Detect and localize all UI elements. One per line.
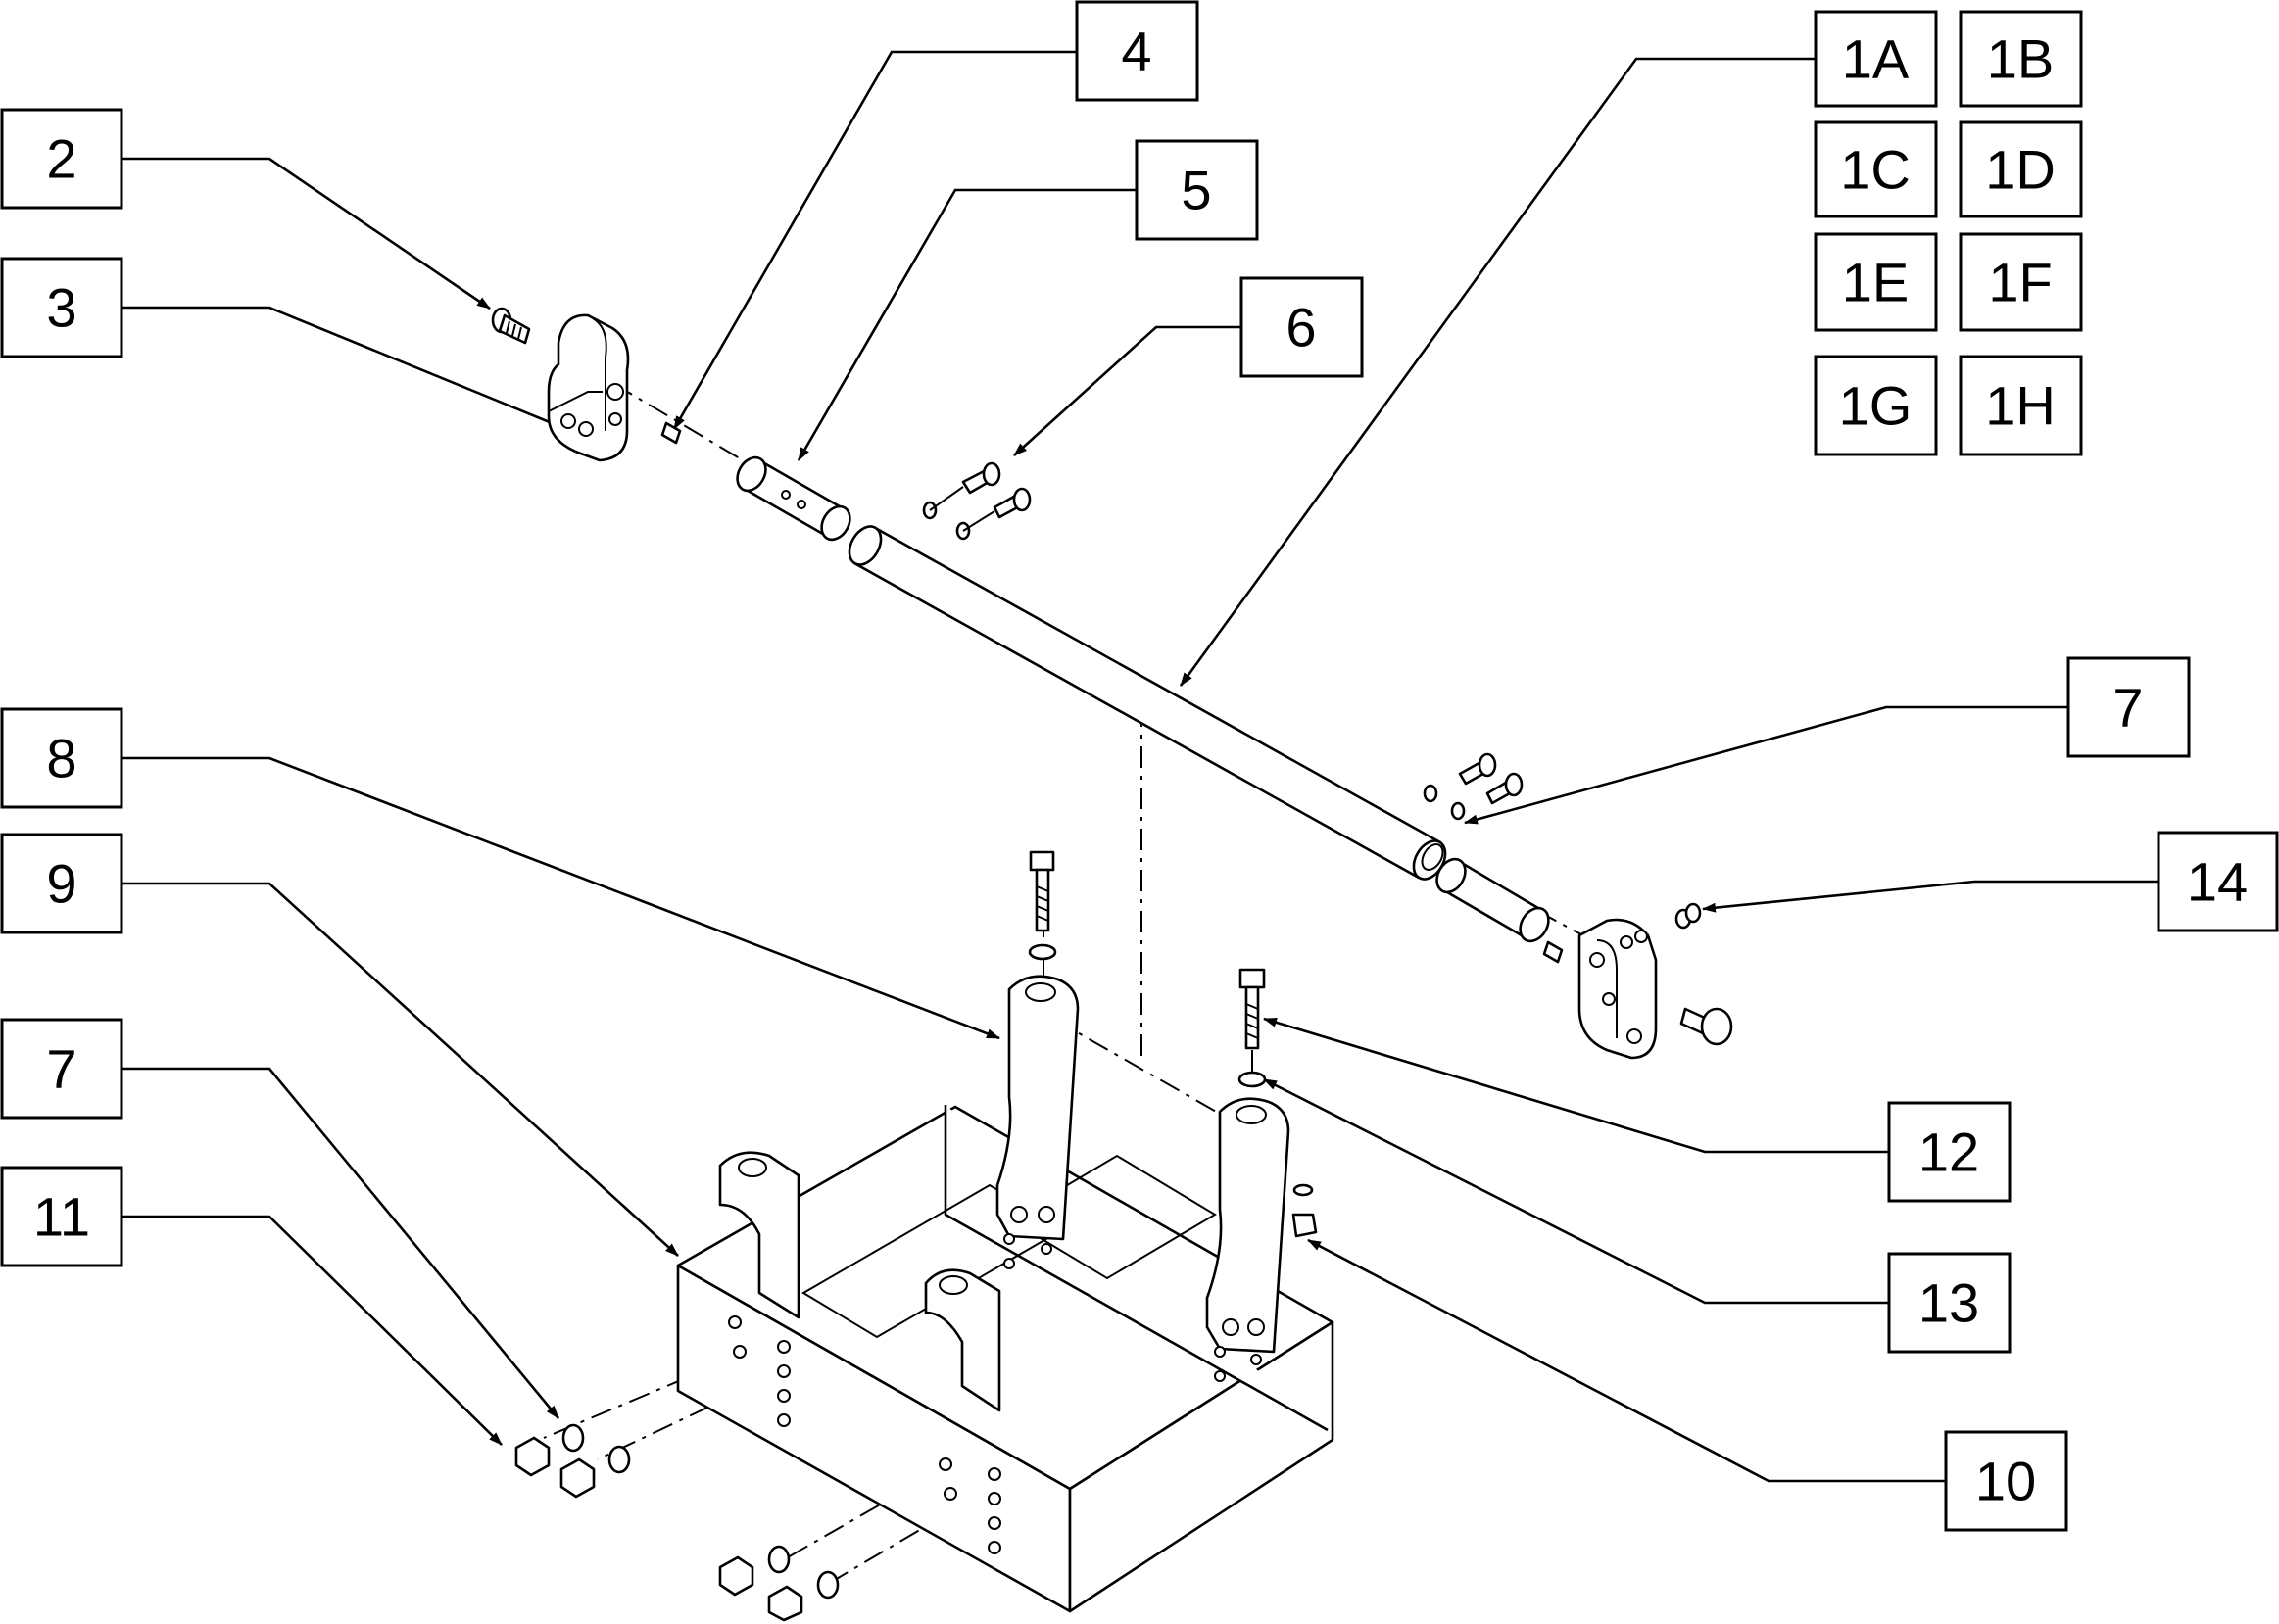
base-bracket xyxy=(676,1105,1334,1613)
callout-10: 10 xyxy=(1944,1430,2068,1532)
callout-13: 13 xyxy=(1887,1252,2012,1354)
callout-9: 9 xyxy=(0,833,123,934)
nut-14 xyxy=(1674,902,1702,930)
leader-lines xyxy=(121,50,2158,1483)
leader-1 xyxy=(1179,57,1816,687)
callout-14-label: 14 xyxy=(2187,851,2248,913)
callout-8: 8 xyxy=(0,707,123,809)
set-screw-right xyxy=(1542,940,1564,964)
callout-1H: 1H xyxy=(1959,355,2083,456)
leader-14 xyxy=(1702,880,2158,913)
callout-11: 11 xyxy=(0,1166,123,1267)
screws-7-top xyxy=(1423,752,1524,821)
leader-7-bottom xyxy=(121,1067,560,1419)
callout-7-top: 7 xyxy=(2066,656,2191,758)
callout-14: 14 xyxy=(2157,831,2279,932)
callout-3: 3 xyxy=(0,257,123,358)
callout-7-bottom: 7 xyxy=(0,1018,123,1120)
set-screw-left xyxy=(660,421,682,445)
callout-boxes: 4 1A 1B 2 5 1C 1D 3 xyxy=(0,0,2279,1532)
main-tube xyxy=(848,525,1447,881)
callout-2: 2 xyxy=(0,108,123,210)
callout-12: 12 xyxy=(1887,1101,2012,1203)
callout-1F-label: 1F xyxy=(1988,252,2052,313)
callout-1A-label: 1A xyxy=(1842,28,1910,90)
callout-8-label: 8 xyxy=(46,728,76,789)
callout-6-label: 6 xyxy=(1285,297,1316,358)
leader-6 xyxy=(1013,325,1241,456)
nut-10 xyxy=(1291,1183,1318,1238)
leader-7-top xyxy=(1464,705,2068,825)
callout-10-label: 10 xyxy=(1975,1451,2036,1512)
leader-5 xyxy=(797,188,1137,461)
callout-7-bottom-label: 7 xyxy=(46,1038,76,1100)
callout-5-label: 5 xyxy=(1181,160,1211,221)
callout-7-top-label: 7 xyxy=(2112,677,2143,739)
leader-11 xyxy=(121,1215,503,1446)
leader-3 xyxy=(121,306,567,431)
callout-9-label: 9 xyxy=(46,853,76,915)
callout-1E-label: 1E xyxy=(1842,252,1910,313)
callout-1G-label: 1G xyxy=(1839,375,1913,437)
left-clamp xyxy=(547,313,630,462)
bolts-12 xyxy=(1028,850,1267,1088)
right-clamp xyxy=(1577,918,1658,1060)
button-screw-right xyxy=(1679,1007,1733,1046)
callout-1H-label: 1H xyxy=(1985,375,2056,437)
callout-4-label: 4 xyxy=(1121,21,1151,82)
clamp-screw-left xyxy=(491,307,531,345)
callout-1D-label: 1D xyxy=(1985,139,2056,201)
callout-13-label: 13 xyxy=(1918,1272,1979,1334)
callout-1D: 1D xyxy=(1959,120,2083,218)
leader-4 xyxy=(672,50,1077,430)
callout-1F: 1F xyxy=(1959,232,2083,332)
nuts-washers-bottom xyxy=(514,1423,840,1622)
callout-1B: 1B xyxy=(1959,10,2083,108)
mount-brackets xyxy=(995,975,1290,1382)
leader-13 xyxy=(1263,1077,1889,1305)
callout-12-label: 12 xyxy=(1918,1122,1979,1183)
callout-1B-label: 1B xyxy=(1987,28,2055,90)
screws-6 xyxy=(922,461,1032,541)
callout-1E: 1E xyxy=(1814,232,1938,332)
callout-6: 6 xyxy=(1239,276,1364,378)
leader-10 xyxy=(1307,1238,1946,1483)
callout-5: 5 xyxy=(1135,139,1259,241)
leader-2 xyxy=(121,157,491,310)
callout-1C: 1C xyxy=(1814,120,1938,218)
callout-3-label: 3 xyxy=(46,277,76,339)
sleeve-left xyxy=(736,455,851,542)
callout-1G: 1G xyxy=(1814,355,1938,456)
callout-11-label: 11 xyxy=(33,1186,90,1248)
sleeve-right xyxy=(1435,857,1550,943)
leader-8 xyxy=(121,756,1000,1040)
callout-1A: 1A xyxy=(1814,10,1938,108)
leader-12 xyxy=(1263,1017,1889,1154)
callout-2-label: 2 xyxy=(46,128,76,190)
callout-4: 4 xyxy=(1075,0,1199,102)
callout-1C-label: 1C xyxy=(1840,139,1911,201)
leader-9 xyxy=(121,882,679,1257)
